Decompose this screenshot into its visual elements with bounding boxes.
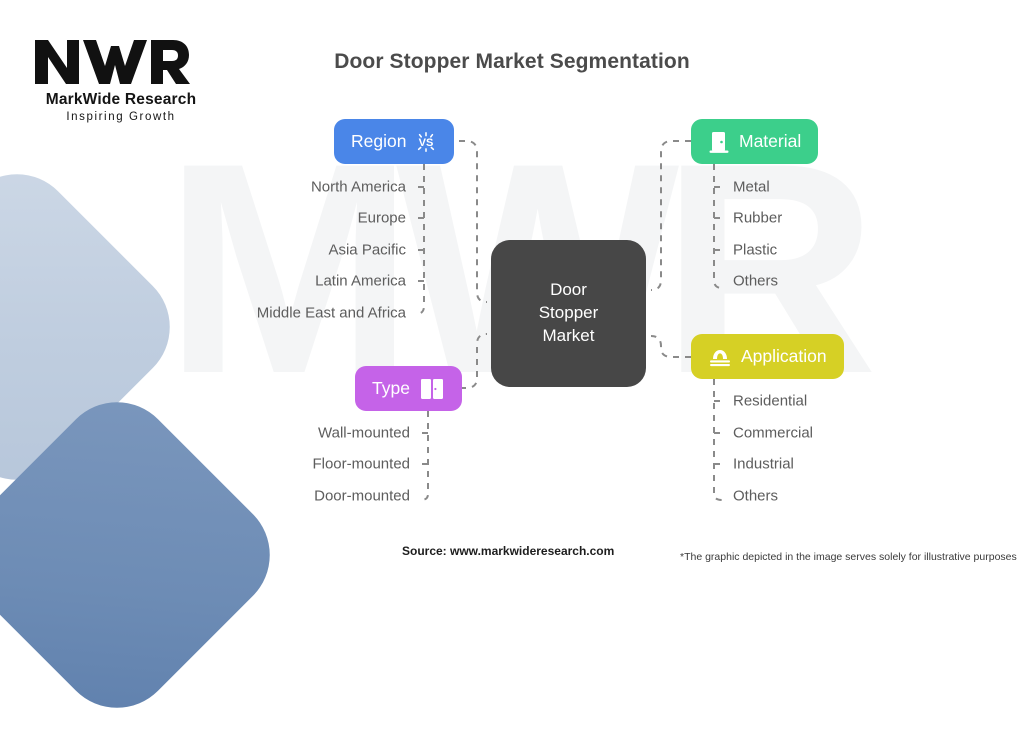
brand-logo: MarkWide Research Inspiring Growth: [31, 32, 211, 123]
leaf-material-3: Others: [733, 272, 779, 290]
center-node-door-stopper-market: Door Stopper Market: [491, 240, 646, 387]
brand-tagline: Inspiring Growth: [66, 111, 176, 123]
center-label-line1: Door: [550, 280, 587, 300]
connector-lines: [412, 140, 726, 501]
leaf-region-4: Middle East and Africa: [256, 304, 406, 322]
globe-icon: VS: [415, 131, 437, 153]
leaf-type-1: Floor-mounted: [312, 455, 410, 473]
leaf-region-1: Europe: [357, 209, 406, 227]
leaf-application-2: Industrial: [733, 455, 794, 473]
center-label-line2: Stopper: [538, 303, 599, 323]
double-door-icon: [419, 376, 445, 401]
branch-label-type: Type: [372, 378, 410, 398]
leaf-material-2: Plastic: [733, 241, 778, 259]
brand-name: MarkWide Research: [45, 91, 197, 108]
disclaimer-text: *The graphic depicted in the image serve…: [680, 551, 1017, 563]
mwr-logo-icon: [35, 40, 190, 84]
branch-label-material: Material: [739, 131, 802, 151]
leaf-material-1: Rubber: [733, 209, 783, 227]
leaf-type-0: Wall-mounted: [318, 424, 410, 442]
leaf-region-2: Asia Pacific: [328, 241, 406, 259]
leaf-application-0: Residential: [733, 392, 808, 410]
branch-label-application: Application: [741, 346, 827, 366]
branch-badge-type[interactable]: Type: [355, 366, 462, 411]
door-icon: [708, 130, 730, 154]
source-attribution: Source: www.markwideresearch.com: [402, 544, 615, 558]
branch-badge-region[interactable]: Region VS: [334, 119, 455, 164]
leaf-application-1: Commercial: [733, 424, 814, 442]
leaf-type-2: Door-mounted: [314, 487, 410, 505]
branch-label-region: Region: [351, 131, 407, 151]
leaf-material-0: Metal: [733, 178, 770, 196]
center-label-line3: Market: [542, 325, 595, 345]
branch-badge-application[interactable]: Application: [691, 334, 844, 379]
segmentation-infographic: MWR MarkWide Research Inspiring Growth D…: [0, 32, 1017, 732]
branch-badge-material[interactable]: Material: [691, 119, 819, 164]
leaf-application-3: Others: [733, 487, 779, 505]
leaf-region-3: Latin America: [315, 272, 406, 290]
svg-text:VS: VS: [419, 137, 434, 149]
page-title: Door Stopper Market Segmentation: [334, 50, 690, 73]
door-stopper-icon: [708, 345, 732, 369]
leaf-region-0: North America: [310, 178, 406, 196]
